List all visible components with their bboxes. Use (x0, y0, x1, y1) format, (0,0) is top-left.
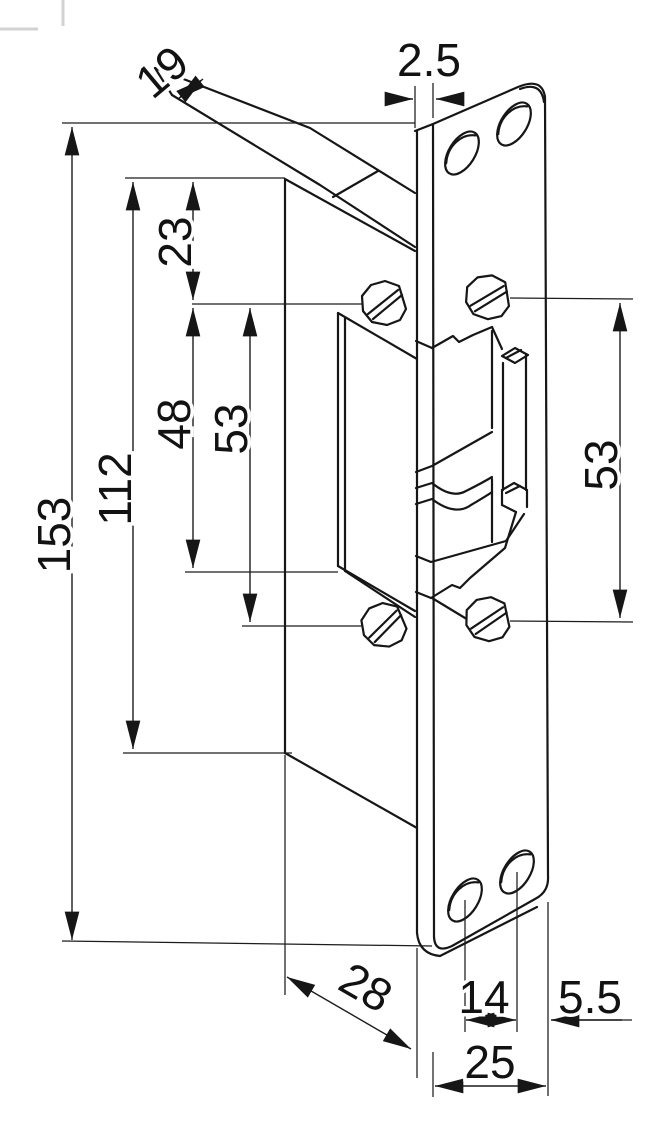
dim-label-153: 153 (28, 497, 80, 574)
ext-bottom-screw-center-right (509, 620, 634, 623)
body-top-edge (283, 177, 417, 253)
screw-head-top-left (360, 279, 408, 327)
lip-upper-edge (153, 66, 417, 195)
faceplate (413, 82, 550, 958)
ext-plate-thickness (414, 83, 434, 128)
ext-top-screw-center-right (509, 297, 634, 300)
keeper-bottom-edge-outer (336, 564, 417, 613)
lip-lower-edge (170, 93, 417, 249)
scan-artifact (0, 0, 65, 31)
dim-label-23: 23 (149, 216, 201, 267)
faceplate-corner-inner-arc (518, 85, 546, 104)
keeper-bottom-edge-inner (343, 569, 417, 619)
dimension-lines (64, 75, 628, 1094)
cavity-top-left-edge (414, 339, 434, 350)
dim-label-28: 28 (331, 952, 401, 1023)
cavity-right-jamb (490, 329, 528, 544)
dim-label-53-right: 53 (575, 439, 627, 490)
cavity-bottom-sill-upper (414, 512, 526, 564)
upper-lip (153, 66, 417, 249)
dim-line-19 (176, 75, 205, 103)
keeper-cavity (414, 325, 530, 623)
lip-end-cap (153, 66, 174, 97)
cavity-top-sill (430, 325, 494, 350)
dim-label-2-5: 2.5 (397, 34, 461, 86)
cavity-bottom-notch (500, 481, 529, 514)
keeper-top-edge (336, 311, 419, 361)
cavity-top-join (490, 325, 504, 351)
keeper-box (336, 311, 419, 619)
dim-label-112: 112 (89, 452, 141, 525)
body-bottom-edge (283, 751, 419, 830)
cavity-lower-inner-edge (430, 596, 472, 623)
cavity-top-notch (500, 346, 530, 365)
faceplate-top-cap (413, 122, 435, 133)
latch-ramp (414, 430, 494, 511)
dim-label-5-5: 5.5 (558, 971, 622, 1023)
dim-label-53-left: 53 (205, 403, 257, 454)
dim-label-25: 25 (464, 1036, 515, 1088)
dimension-labels: 153 112 23 48 53 53 2.5 19 28 14 5.5 25 (25, 31, 631, 1092)
lip-fold-line (331, 169, 380, 199)
dim-label-48: 48 (148, 398, 200, 449)
faceplate-bottom-back-edge (415, 905, 539, 958)
ext-faceplate-bottom (61, 940, 433, 947)
faceplate-outline (431, 82, 550, 950)
dim-label-14: 14 (458, 971, 509, 1023)
dim-line-28 (286, 976, 412, 1050)
